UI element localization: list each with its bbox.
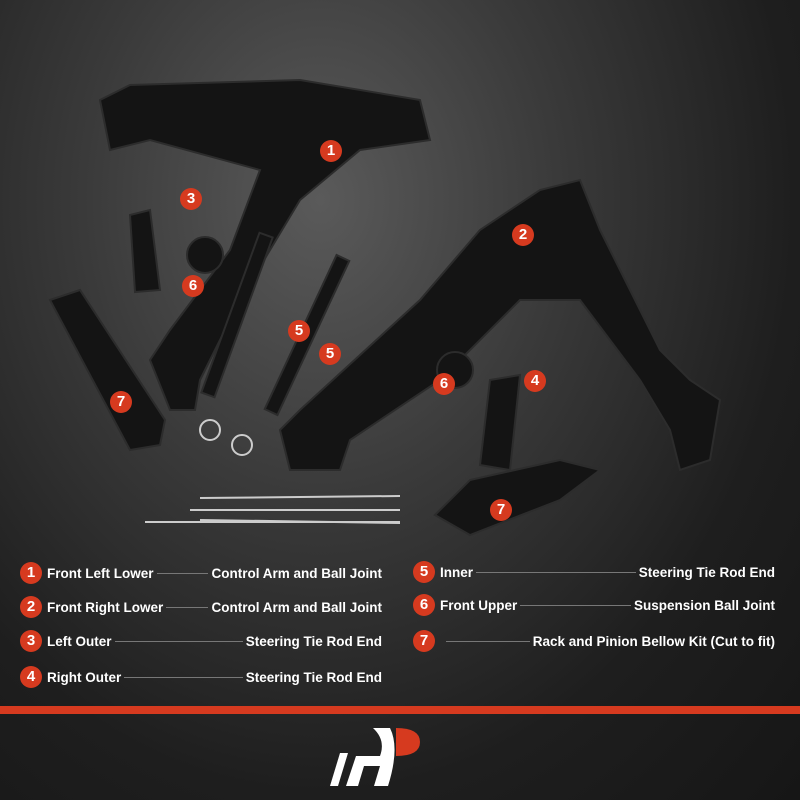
bellow-right: [433, 458, 603, 537]
control-arm-right: [278, 178, 722, 472]
tie-rod-outer-right: [478, 373, 522, 472]
legend-left: Right Outer: [47, 669, 122, 685]
ball-joint-a: [186, 236, 224, 274]
legend-item-1: 1 Front Left Lower Control Arm and Ball Jo…: [20, 562, 382, 584]
legend-left: Front Right Lower: [47, 599, 164, 615]
legend-left: Inner: [440, 564, 474, 580]
legend-right: Steering Tie Rod End: [245, 633, 382, 649]
legend-right: Control Arm and Ball Joint: [211, 565, 382, 581]
legend-item-5: 5 Inner Steering Tie Rod End: [413, 561, 775, 583]
legend-right: Rack and Pinion Bellow Kit (Cut to fit): [532, 633, 775, 649]
legend-num: 4: [20, 666, 42, 688]
legend-left: Left Outer: [47, 633, 112, 649]
legend-right: Steering Tie Rod End: [638, 564, 775, 580]
callout-2: 2: [512, 224, 534, 246]
legend-item-3: 3 Left Outer Steering Tie Rod End: [20, 630, 382, 652]
callout-7b: 7: [490, 499, 512, 521]
callout-5b: 5: [319, 343, 341, 365]
callout-6b: 6: [433, 373, 455, 395]
accent-divider: [0, 706, 800, 714]
brand-logo: [330, 728, 420, 786]
legend-num: 3: [20, 630, 42, 652]
legend-right: Control Arm and Ball Joint: [211, 599, 382, 615]
legend-left: Front Upper: [440, 597, 518, 613]
legend-num: 2: [20, 596, 42, 618]
legend-item-7: 7 Rack and Pinion Bellow Kit (Cut to fit): [413, 630, 775, 652]
legend-right: Steering Tie Rod End: [245, 669, 382, 685]
legend-item-4: 4 Right Outer Steering Tie Rod End: [20, 666, 382, 688]
callout-4: 4: [524, 370, 546, 392]
legend-num: 1: [20, 562, 42, 584]
legend-left: Front Left Lower: [47, 565, 154, 581]
product-photo: [48, 78, 722, 537]
callout-1: 1: [320, 140, 342, 162]
bellow-left: [48, 288, 167, 452]
tie-rod-inner-a: [200, 231, 274, 399]
legend-right: Suspension Ball Joint: [633, 597, 775, 613]
callout-6: 6: [182, 275, 204, 297]
legend-num: 7: [413, 630, 435, 652]
callout-3: 3: [180, 188, 202, 210]
legend-num: 6: [413, 594, 435, 616]
legend-item-2: 2 Front Right Lower Control Arm and Ball J…: [20, 596, 382, 618]
callout-7: 7: [110, 391, 132, 413]
callout-5: 5: [288, 320, 310, 342]
tie-rod-outer-left: [128, 208, 162, 294]
legend-num: 5: [413, 561, 435, 583]
legend-item-6: 6 Front Upper Suspension Ball Joint: [413, 594, 775, 616]
